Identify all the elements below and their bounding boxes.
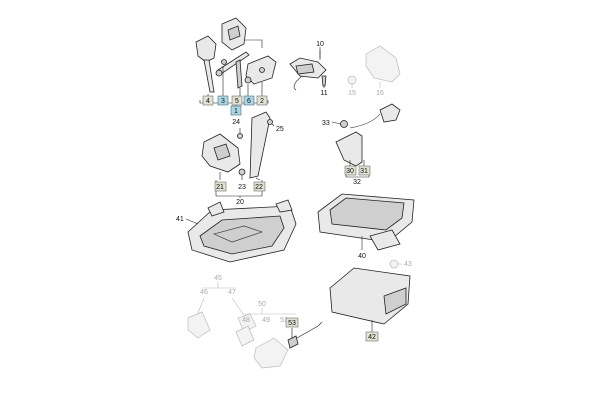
terminal-47 — [237, 313, 257, 333]
callout-box-4 — [202, 95, 214, 106]
lever-joint — [215, 69, 223, 77]
callout-30: 30 — [346, 168, 354, 175]
sensor-housing — [195, 35, 217, 63]
callout-6: 6 — [247, 98, 251, 105]
callout-25: 25 — [276, 126, 284, 133]
connector-assembly: 10 11 16 15 — [289, 41, 401, 97]
bracket-30 — [335, 131, 363, 167]
callout-3: 3 — [221, 98, 225, 105]
screw-11 — [321, 75, 327, 87]
callout-box-42 — [365, 331, 379, 342]
callout-50: 50 — [258, 301, 266, 308]
callout-box-5 — [231, 95, 243, 106]
callout-5: 5 — [235, 98, 239, 105]
module-connector — [383, 287, 407, 315]
callout-11: 11 — [320, 90, 327, 97]
callout-16: 16 — [376, 90, 384, 97]
nut-25 — [267, 119, 273, 125]
callout-1: 1 — [234, 108, 238, 115]
seal-48 — [235, 325, 255, 347]
bracket-line-32 — [345, 174, 370, 178]
nut-43 — [389, 259, 399, 269]
callout-box-22 — [253, 181, 266, 192]
callout-box-1 — [230, 105, 242, 116]
callout-box-53 — [285, 317, 299, 328]
callout-40: 40 — [358, 253, 366, 260]
callout-24: 24 — [232, 119, 240, 126]
callout-51: 51 — [280, 317, 288, 324]
sensor-arm-assembly: 24 25 21 23 22 20 — [201, 111, 284, 206]
harness-wire — [349, 113, 381, 129]
mounting-tray-41: 41 — [176, 199, 297, 263]
callout-2: 2 — [260, 98, 264, 105]
nut-23 — [238, 168, 246, 176]
nut-15 — [347, 75, 357, 85]
ecu-connector — [369, 229, 401, 251]
bolt-24 — [237, 133, 243, 139]
control-unit-40: 40 — [317, 193, 415, 260]
lead-25 — [271, 123, 275, 127]
callout-46: 46 — [200, 289, 208, 296]
housing-49 — [253, 337, 289, 369]
ecu-lid — [329, 197, 405, 231]
connector-10-face — [295, 63, 315, 75]
callout-47: 47 — [228, 289, 236, 296]
repair-connector-set: 45 46 47 50 48 49 51 53 — [187, 275, 323, 369]
tray-clip-right — [275, 199, 293, 213]
callout-41: 41 — [176, 216, 184, 223]
callout-box-30 — [344, 165, 357, 176]
nut-3 — [221, 59, 227, 65]
callout-22: 22 — [255, 184, 263, 191]
callout-4: 4 — [206, 98, 210, 105]
cover-16 — [365, 45, 401, 83]
module-42: 42 43 — [329, 259, 412, 342]
callout-43: 43 — [404, 261, 412, 268]
tray-rib — [213, 225, 263, 243]
lead-41 — [185, 218, 199, 225]
bracket-hole — [259, 67, 265, 73]
callout-33: 33 — [322, 120, 330, 127]
lead-22 — [255, 177, 261, 181]
callout-20: 20 — [236, 199, 244, 206]
callout-48: 48 — [242, 317, 250, 324]
callout-23: 23 — [238, 184, 246, 191]
tray-inner — [199, 215, 285, 255]
callout-31: 31 — [360, 168, 368, 175]
lead-33 — [331, 121, 342, 125]
callout-15: 15 — [348, 90, 356, 97]
sensor-top-face — [227, 25, 241, 41]
pin-53-head — [287, 335, 299, 349]
harness-bracket-assembly: 33 30 31 32 — [322, 103, 401, 186]
callout-32: 32 — [353, 179, 361, 186]
sensor-21-face — [213, 143, 231, 161]
callout-box-31 — [358, 165, 371, 176]
callout-53: 53 — [288, 320, 296, 327]
callout-box-3 — [217, 95, 229, 106]
arm-22 — [249, 111, 271, 179]
callout-10: 10 — [316, 41, 324, 48]
bolt-5 — [235, 59, 243, 89]
housing-46 — [187, 311, 211, 339]
callout-box-21 — [214, 181, 227, 192]
level-sensor-assembly: 4 3 5 6 2 1 — [195, 17, 277, 116]
nut-6 — [244, 76, 252, 84]
callout-box-6 — [243, 95, 255, 106]
callout-45: 45 — [214, 275, 222, 282]
tray-clip-left — [207, 201, 225, 217]
nut-33 — [340, 120, 348, 128]
callout-49: 49 — [262, 317, 270, 324]
plug-31 — [379, 103, 401, 123]
sensor-rod — [203, 59, 215, 93]
callout-42: 42 — [368, 334, 376, 341]
callout-box-2 — [256, 95, 268, 106]
callout-21: 21 — [216, 184, 224, 191]
